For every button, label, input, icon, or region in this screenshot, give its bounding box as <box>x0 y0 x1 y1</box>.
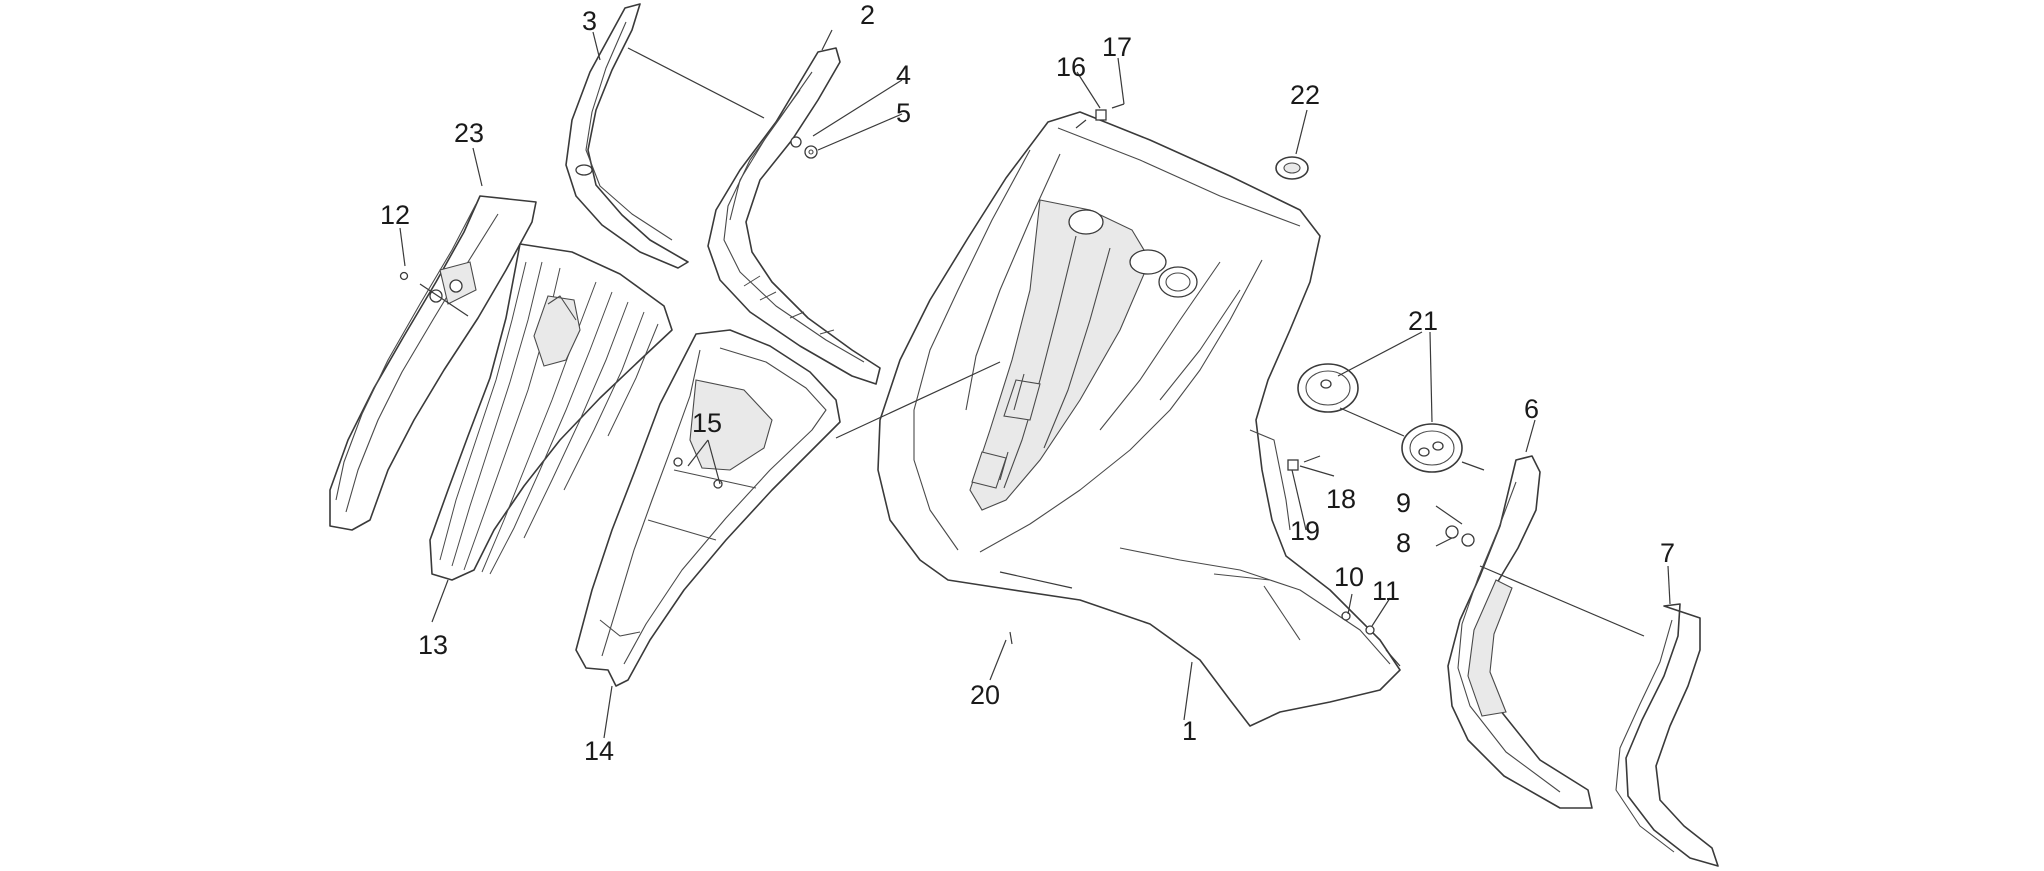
callout-labels: 1 2 3 4 5 6 7 8 9 10 11 12 13 14 15 16 1… <box>380 0 1675 766</box>
part-21-round-covers <box>1297 363 1485 473</box>
callout-15: 15 <box>692 408 722 438</box>
callout-8: 8 <box>1396 528 1411 558</box>
part-4-5-fasteners <box>790 136 818 159</box>
part-14-inner-frame <box>575 329 841 687</box>
callout-16: 16 <box>1056 52 1086 82</box>
part-13-ribbed-grille <box>429 243 673 581</box>
callout-1: 1 <box>1182 716 1197 746</box>
callout-20: 20 <box>970 680 1000 710</box>
callout-9: 9 <box>1396 488 1411 518</box>
callout-11: 11 <box>1372 576 1400 606</box>
callout-22: 22 <box>1290 80 1320 110</box>
leader-lines <box>419 47 1645 667</box>
part-2-upper-trim-frame <box>707 47 881 385</box>
callout-21: 21 <box>1408 306 1438 336</box>
callout-12: 12 <box>380 200 410 230</box>
part-7-lower-trim <box>1615 603 1719 867</box>
callout-2: 2 <box>860 0 875 30</box>
callout-5: 5 <box>896 98 911 128</box>
callout-7: 7 <box>1660 538 1675 568</box>
callout-13: 13 <box>418 630 448 660</box>
part-22-grommet <box>1275 156 1309 180</box>
callout-14: 14 <box>584 736 614 766</box>
part-23-trim-strip <box>329 195 537 531</box>
part-3-upper-trim-frame <box>565 3 689 269</box>
callout-23: 23 <box>454 118 484 148</box>
small-fasteners <box>1009 103 1321 645</box>
callout-18: 18 <box>1326 484 1356 514</box>
callout-19: 19 <box>1290 516 1320 546</box>
callout-3: 3 <box>582 6 597 36</box>
callout-6: 6 <box>1524 394 1539 424</box>
part-1-front-shield <box>877 111 1401 727</box>
callout-4: 4 <box>896 60 911 90</box>
callout-leaders <box>399 29 1671 739</box>
part-6-side-trim <box>1447 455 1593 809</box>
callout-17: 17 <box>1102 32 1132 62</box>
callout-10: 10 <box>1334 562 1364 592</box>
